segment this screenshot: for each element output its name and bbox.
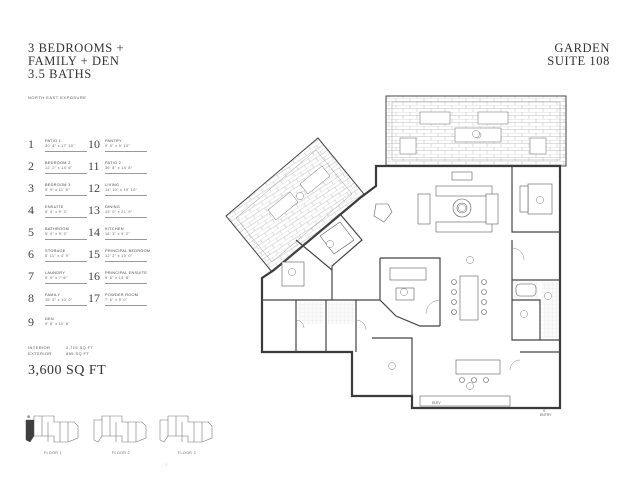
- elevator-label: ELEV: [432, 401, 441, 405]
- legend-number: 16: [88, 269, 100, 283]
- room-markers: [288, 130, 552, 390]
- legend-room-name: FAMILY: [45, 293, 61, 297]
- legend-rule: [45, 151, 87, 152]
- legend-number: 10: [88, 137, 100, 151]
- exterior-value: 885 SQ FT: [66, 351, 90, 356]
- legend-room-name: LAUNDRY: [45, 271, 66, 275]
- legend-number: 13: [88, 203, 100, 217]
- legend-rule: [45, 217, 87, 218]
- legend-room-name: PANTRY: [105, 139, 122, 143]
- legend-room-dim: 12' 2" x 14' 6": [45, 166, 73, 170]
- legend-room-name: PATIO 2: [105, 161, 122, 165]
- scale-note: ▪: [166, 462, 168, 466]
- total-area: 3,600 SQ FT: [28, 363, 107, 378]
- legend-number: 6: [28, 247, 34, 261]
- legend-room-dim: 18' 3" x 9' 2": [105, 232, 131, 236]
- floor-1-label: FLOOR 1: [43, 451, 63, 455]
- svg-text:⊕: ⊕: [27, 414, 30, 419]
- legend-number: 3: [28, 181, 34, 195]
- title-line-1: 3 BEDROOMS +: [28, 41, 125, 55]
- legend-room-dim: 9' 9" x 11' 6": [45, 188, 70, 192]
- suite-line-1: GARDEN: [554, 41, 610, 55]
- legend-room-name: STORAGE: [45, 249, 66, 253]
- exterior-row: EXTERIOR 885 SQ FT: [28, 351, 93, 357]
- legend-rule: [105, 217, 147, 218]
- legend-room-name: DEN: [45, 317, 54, 321]
- legend-number: 8: [28, 291, 34, 305]
- legend-room-dim: 9' 6" x 13' 8": [105, 276, 131, 280]
- legend-number: 9: [28, 315, 34, 329]
- legend-room-dim: 9' 0" x 9' 10": [105, 144, 131, 148]
- interior-row: INTERIOR 2,715 SQ FT: [28, 345, 93, 351]
- legend-number: 15: [88, 247, 100, 261]
- interior-walls: [262, 166, 560, 396]
- legend-room-dim: 7' 6" x 5' 0": [105, 298, 128, 302]
- legend-room-name: BEDROOM 3: [45, 183, 71, 187]
- legend-room-name: LIVING: [105, 183, 120, 187]
- legend-rule: [45, 261, 87, 262]
- area-summary: INTERIOR 2,715 SQ FT EXTERIOR 885 SQ FT: [28, 345, 93, 357]
- legend-rule: [105, 261, 147, 262]
- legend-number: 12: [88, 181, 100, 195]
- legend-room-dim: 14' 10" x 19' 10": [105, 188, 138, 192]
- legend-room-dim: 9' 9" x 7' 6": [45, 276, 68, 280]
- interior-label: INTERIOR: [28, 345, 51, 350]
- exterior-label: EXTERIOR: [28, 351, 52, 356]
- title-line-3: 3.5 BATHS: [28, 67, 92, 81]
- legend-room-name: PATIO 1: [45, 139, 62, 143]
- legend-number: 14: [88, 225, 100, 239]
- legend-rule: [105, 151, 147, 152]
- legend-number: 2: [28, 159, 34, 173]
- key-plan-floor-2: [93, 415, 147, 443]
- legend-number: 11: [88, 159, 100, 173]
- legend-room-dim: 36' 8" x 14' 8": [105, 166, 133, 170]
- legend-room-dim: 15' 0" x 21' 9": [105, 210, 133, 214]
- entry-label: ENTRY: [540, 413, 552, 417]
- legend-room-name: KITCHEN: [105, 227, 124, 231]
- legend-room-name: BATHROOM: [45, 227, 70, 231]
- legend-rule: [105, 239, 147, 240]
- door-swings: [295, 247, 525, 371]
- legend-room-name: PRINCIPAL ENSUITE: [105, 271, 148, 275]
- key-plan-floor-1: ⊕: [25, 414, 79, 443]
- legend-number: 4: [28, 203, 34, 217]
- legend-room-dim: 30' 4" x 17' 10": [45, 144, 75, 148]
- legend-room-name: POWDER ROOM: [105, 293, 139, 297]
- suite-line-2: SUITE 108: [547, 54, 610, 68]
- exposure-label: NORTH EAST EXPOSURE: [28, 95, 87, 100]
- legend-rule: [105, 195, 147, 196]
- floor-2-label: FLOOR 2: [111, 451, 131, 455]
- title-line-2: FAMILY + DEN: [28, 54, 120, 68]
- legend-rule: [45, 195, 87, 196]
- legend-rule: [105, 283, 147, 284]
- legend-room-dim: 12' 2" x 15' 0": [105, 254, 133, 258]
- legend-room-dim: 15' 5" x 10' 0": [45, 298, 73, 302]
- legend-rule: [45, 239, 87, 240]
- legend-number: 17: [88, 291, 100, 305]
- legend-room-dim: 5' 4" x 9' 3": [45, 210, 68, 214]
- legend-room-name: ENSUITE: [45, 205, 64, 209]
- patio-1: [225, 137, 365, 273]
- key-plan-floor-3: [159, 415, 213, 443]
- legend-number: 7: [28, 269, 34, 283]
- legend-rule: [45, 305, 87, 306]
- legend-rule: [105, 305, 147, 306]
- legend-room-name: BEDROOM 2: [45, 161, 71, 165]
- exterior-walls: [260, 164, 562, 410]
- legend-room-dim: 5' 4" x 9' 3": [45, 232, 68, 236]
- legend-room-dim: 9' 8" x 10' 8": [45, 322, 71, 326]
- interior-value: 2,715 SQ FT: [66, 345, 94, 350]
- suite-type-heading: 3 BEDROOMS + FAMILY + DEN 3.5 BATHS: [28, 42, 218, 81]
- legend-number: 5: [28, 225, 34, 239]
- legend-room-dim: 5' 11" x 4' 9": [45, 254, 70, 258]
- legend-number: 1: [28, 137, 34, 151]
- legend-room-name: PRINCIPAL BEDROOM: [105, 249, 151, 253]
- legend-rule: [45, 283, 87, 284]
- suite-name-heading: GARDEN SUITE 108: [547, 42, 610, 68]
- legend-rule: [105, 173, 147, 174]
- floor-3-label: FLOOR 3: [177, 451, 197, 455]
- legend-room-name: DINING: [105, 205, 121, 209]
- legend-rule: [45, 173, 87, 174]
